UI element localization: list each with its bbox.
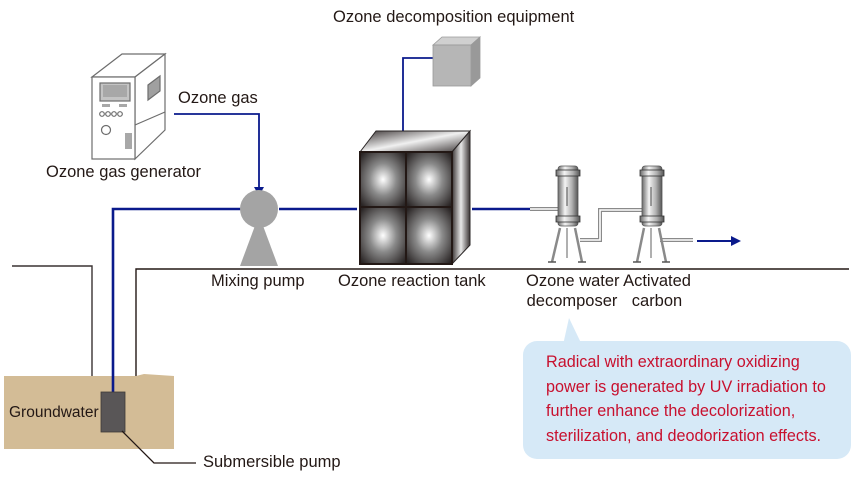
callout-tail: [563, 318, 582, 345]
steel-pipes: [530, 207, 693, 242]
ozone-decomposition-equipment: [431, 36, 482, 87]
water-pipe: [111, 207, 530, 392]
outlet-arrow: [697, 236, 741, 246]
callout-line: further enhance the decolorization,: [546, 402, 796, 420]
ground-surface-lines: [12, 265, 849, 376]
label-activated-carbon-line2: carbon: [631, 291, 683, 310]
label-ozone-decomposition-equipment: Ozone decomposition equipment: [333, 8, 575, 26]
activated-carbon-filter: [633, 165, 670, 263]
submersible-pump: [100, 391, 196, 464]
label-submersible-pump: Submersible pump: [203, 453, 341, 471]
label-ozone-gas-generator: Ozone gas generator: [46, 163, 202, 181]
uv-radical-callout: Radical with extraordinary oxidizing pow…: [523, 341, 851, 459]
groundwater-area: [4, 374, 174, 449]
ozone-gas-generator: [90, 52, 167, 161]
callout-line: Radical with extraordinary oxidizing: [546, 353, 800, 371]
label-activated-carbon: Activated carbon: [622, 272, 692, 312]
label-mixing-pump: Mixing pump: [211, 272, 305, 290]
ozone-reaction-tank: [358, 129, 472, 266]
label-ozone-water-decomposer-line2: decomposer: [526, 291, 618, 310]
label-ozone-reaction-tank: Ozone reaction tank: [338, 272, 486, 290]
callout-line: sterilization, and deodorization effects…: [546, 426, 822, 445]
mixing-pump: [240, 190, 278, 266]
callout-line: power is generated by UV irradiation to: [546, 377, 826, 396]
ozone-gas-line: [174, 57, 433, 188]
label-ozone-gas: Ozone gas: [178, 89, 258, 107]
label-activated-carbon-line1: Activated: [623, 272, 691, 290]
label-ozone-water-decomposer: Ozone water decomposer: [526, 272, 620, 312]
label-ozone-water-decomposer-line1: Ozone water: [526, 272, 620, 290]
ozone-water-decomposer: [548, 165, 586, 263]
label-groundwater: Groundwater: [9, 404, 99, 421]
